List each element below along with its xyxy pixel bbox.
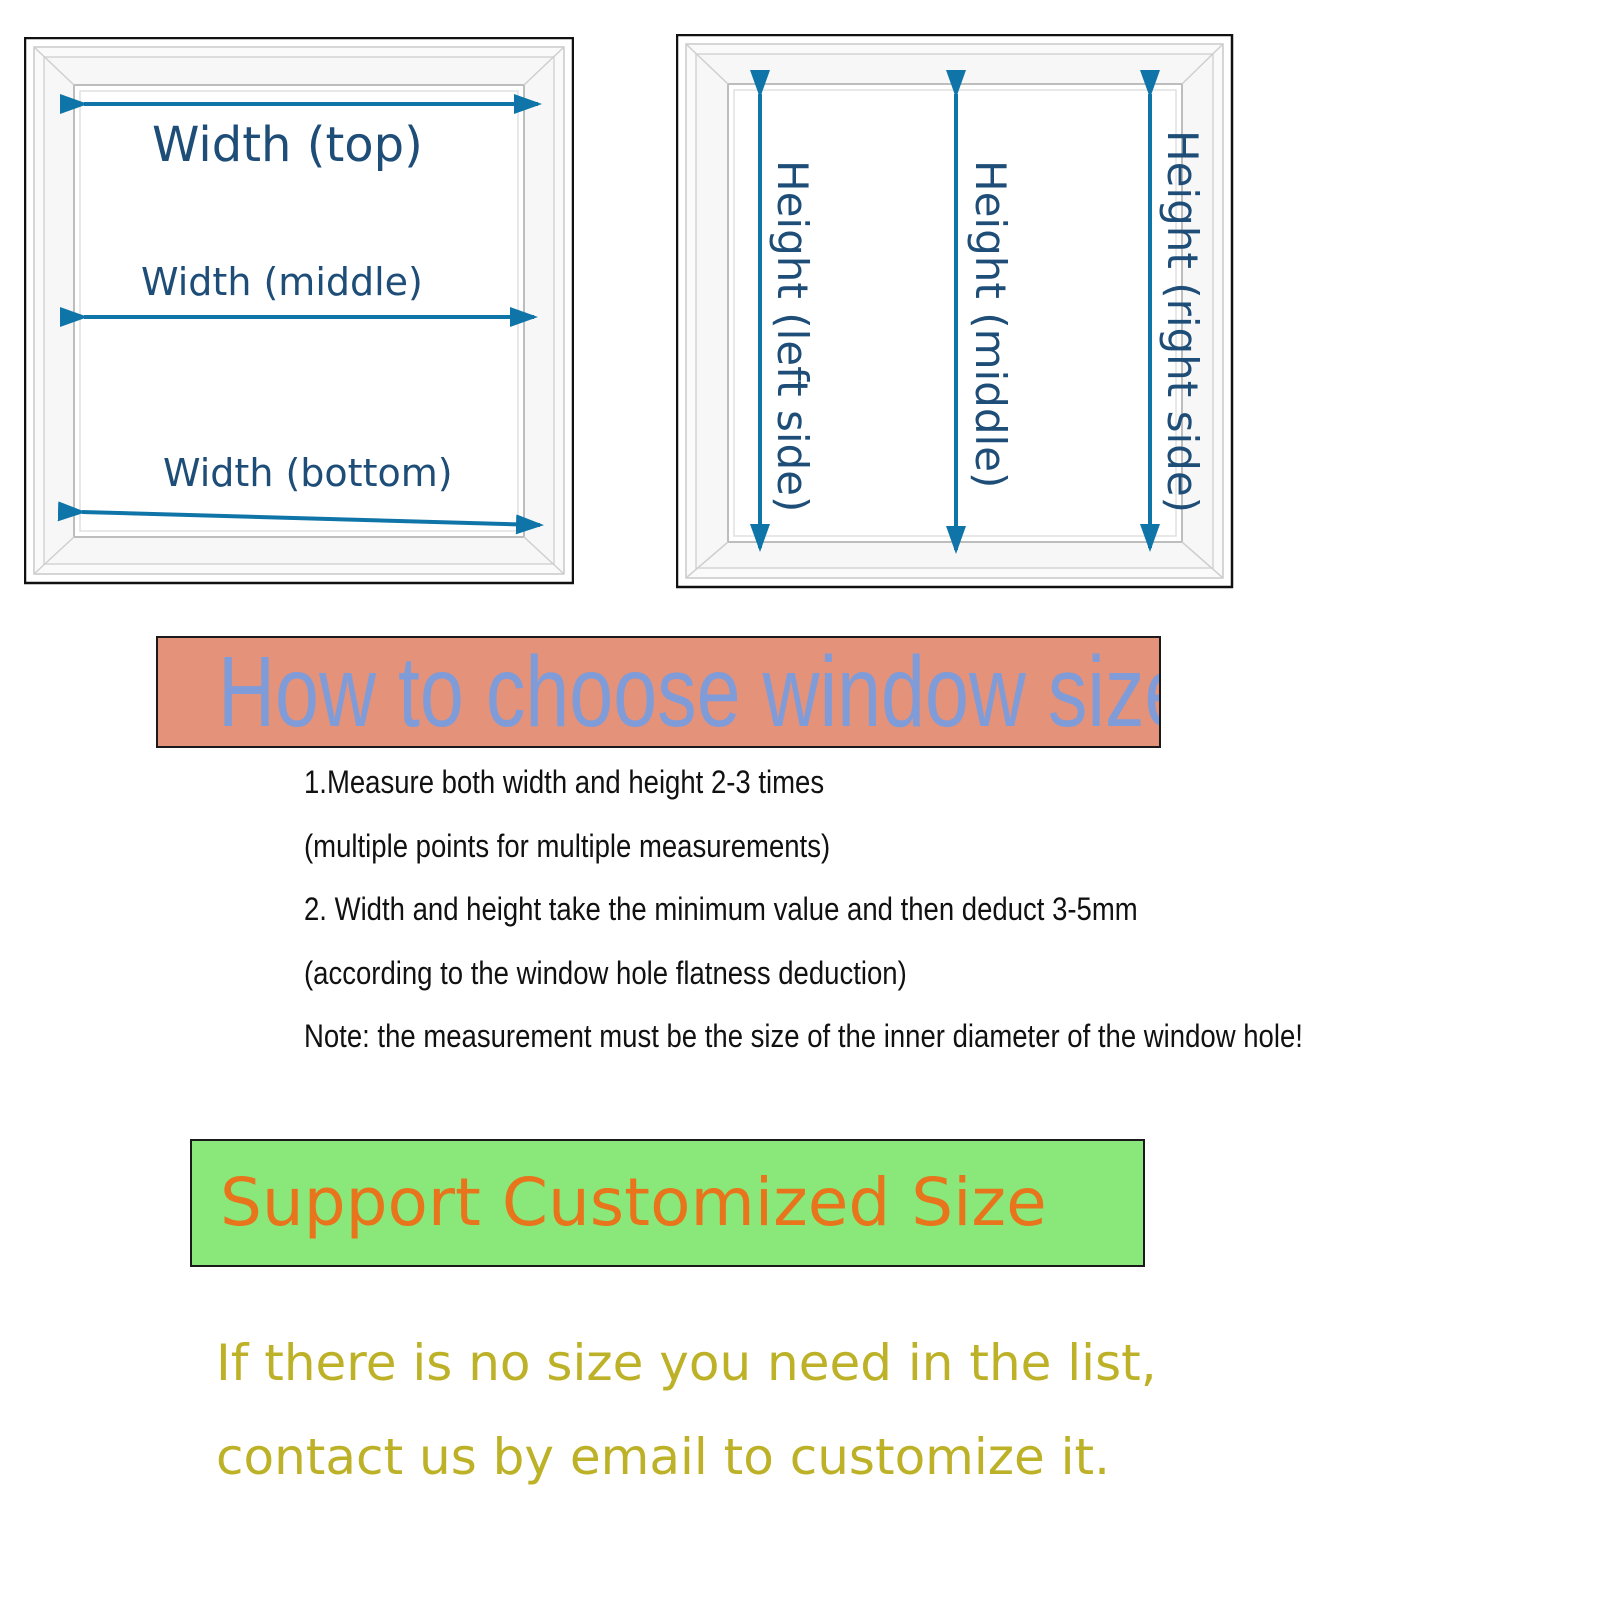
- instruction-line: 2. Width and height take the minimum val…: [304, 891, 1138, 927]
- support-text: Support Customized Size: [220, 1164, 1047, 1241]
- custom-size-note: If there is no size you need in the list…: [216, 1330, 1157, 1518]
- width-frame-diagram: Width (top) Width (middle) Width (bottom…: [24, 37, 574, 587]
- width-top-label: Width (top): [152, 117, 423, 173]
- support-banner: Support Customized Size: [190, 1139, 1145, 1267]
- height-left-label: Height (left side): [768, 160, 817, 512]
- instruction-line: (multiple points for multiple measuremen…: [304, 827, 831, 864]
- width-bottom-arrow: [57, 501, 544, 535]
- height-right-label: Height (right side): [1158, 130, 1207, 513]
- width-bottom-label: Width (bottom): [163, 451, 453, 495]
- instruction-line: (according to the window hole flatness d…: [304, 954, 907, 991]
- title-banner: How to choose window size: [156, 636, 1161, 748]
- custom-note-line: contact us by email to customize it.: [216, 1428, 1111, 1486]
- custom-note-line: If there is no size you need in the list…: [216, 1334, 1157, 1392]
- instruction-line: 1.Measure both width and height 2-3 time…: [304, 764, 825, 800]
- instruction-note: Note: the measurement must be the size o…: [304, 1018, 1303, 1054]
- instructions-list: 1.Measure both width and height 2-3 time…: [304, 757, 1584, 1075]
- height-middle-label: Height (middle): [966, 160, 1015, 488]
- width-middle-label: Width (middle): [141, 260, 423, 304]
- title-text: How to choose window size: [218, 636, 1161, 748]
- height-frame-diagram: Height (left side) Height (middle) Heigh…: [676, 34, 1234, 590]
